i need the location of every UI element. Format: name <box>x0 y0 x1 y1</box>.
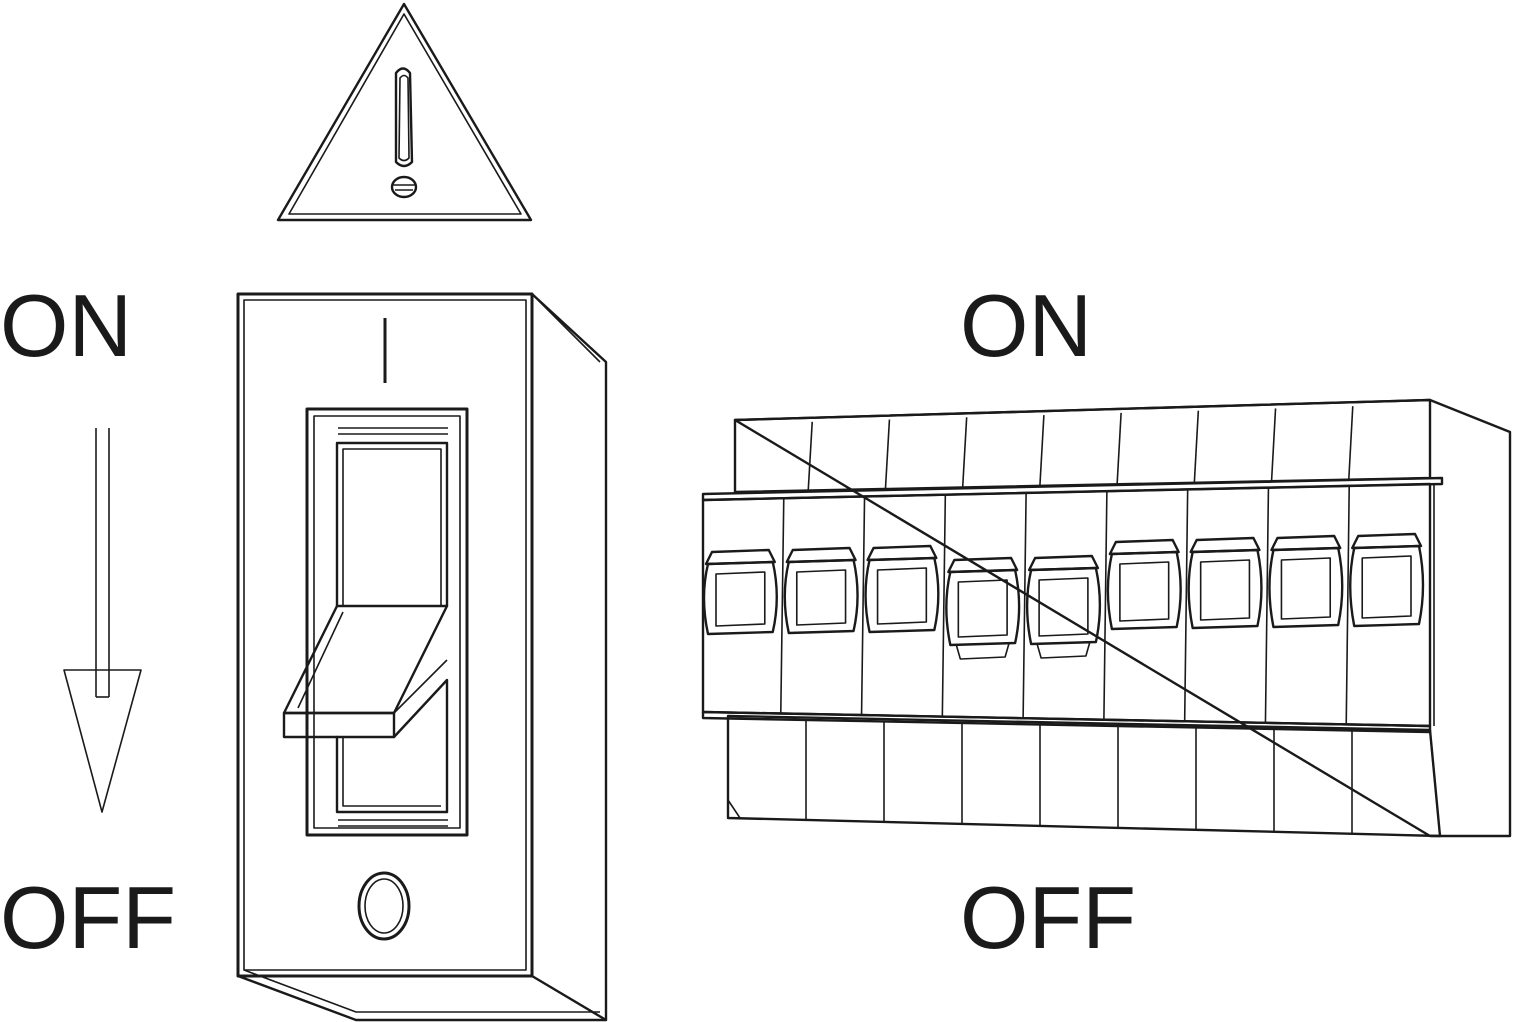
top-module-divider <box>807 421 814 491</box>
breaker-toggle-6 <box>1106 538 1182 631</box>
body-module-divider <box>860 496 866 716</box>
breaker-toggle-3 <box>864 544 940 634</box>
body-module-divider <box>1183 489 1189 722</box>
top-module-divider <box>1347 406 1354 480</box>
left-off-label: OFF <box>0 868 176 967</box>
breaker-toggle-4 <box>945 556 1021 660</box>
breaker-toggle-9 <box>1349 532 1425 628</box>
top-module-divider <box>1039 415 1045 486</box>
rocker-switch-icon <box>236 292 608 1022</box>
body-module-divider <box>1103 491 1108 720</box>
top-module-divider <box>884 419 891 489</box>
breaker-toggle-7 <box>1187 536 1263 630</box>
left-on-label: ON <box>0 276 132 375</box>
right-on-label: ON <box>960 276 1092 375</box>
top-module-divider <box>961 417 968 488</box>
body-module-divider <box>1345 485 1351 725</box>
arrow-down-icon <box>63 428 142 813</box>
top-module-divider <box>1193 410 1200 483</box>
body-module-divider <box>941 494 947 717</box>
right-off-label: OFF <box>960 868 1136 967</box>
body-module-divider <box>1022 492 1027 719</box>
top-module-divider <box>1270 408 1277 482</box>
circuit-breaker-panel-icon <box>701 398 1512 838</box>
breaker-toggle-5 <box>1025 554 1102 659</box>
body-module-divider <box>1264 487 1270 723</box>
warning-triangle-icon <box>276 2 533 222</box>
breaker-toggle-1 <box>702 548 778 636</box>
top-module-divider <box>1116 412 1122 485</box>
breaker-toggle-8 <box>1268 534 1344 629</box>
body-module-divider <box>779 498 785 714</box>
breaker-toggle-2 <box>783 546 859 635</box>
